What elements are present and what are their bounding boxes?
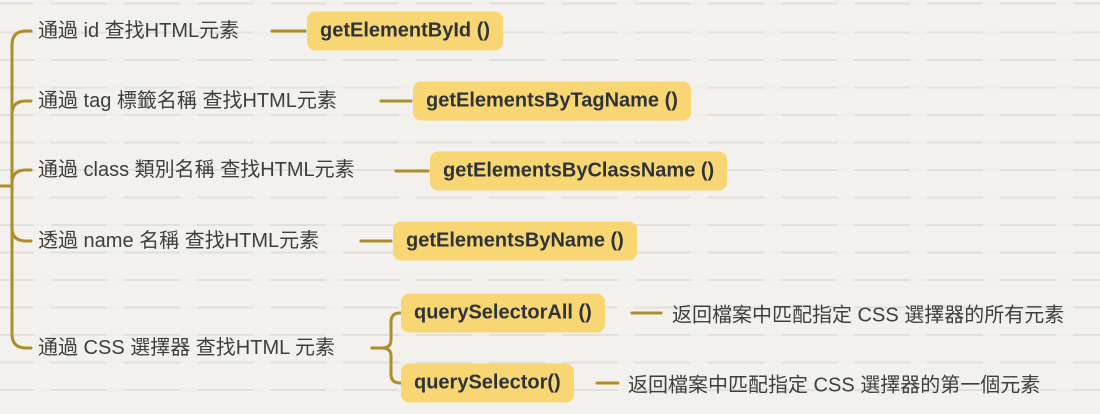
method-box-queryselectorall[interactable]: querySelectorAll () (401, 293, 605, 333)
method-box-getelementsbytagname[interactable]: getElementsByTagName () (413, 81, 691, 121)
branch-row4 (10, 226, 33, 243)
fork-down (370, 346, 402, 385)
fork-up (370, 311, 402, 350)
description-queryselectorall[interactable]: 返回檔案中匹配指定 CSS 選擇器的所有元素 (672, 304, 1065, 327)
description-queryselector[interactable]: 返回檔案中匹配指定 CSS 選擇器的第一個元素 (628, 374, 1041, 397)
branch-row5 (10, 332, 33, 350)
topic-find-by-class[interactable]: 通過 class 類別名稱 查找HTML元素 (38, 159, 355, 181)
method-box-getelementsbyclassname[interactable]: getElementsByClassName () (430, 151, 728, 191)
method-box-queryselector[interactable]: querySelector() (401, 363, 574, 403)
topic-find-by-id[interactable]: 通過 id 查找HTML元素 (38, 20, 240, 42)
method-box-getelementsbyname[interactable]: getElementsByName () (393, 221, 637, 261)
topic-find-by-name[interactable]: 透過 name 名稱 查找HTML元素 (38, 230, 320, 252)
branch-row3 (10, 168, 33, 185)
method-box-getelementbyid[interactable]: getElementById () (307, 11, 504, 51)
branch-row2 (10, 99, 33, 116)
branch-row1 (10, 29, 33, 47)
topic-find-by-tag[interactable]: 通過 tag 標籤名稱 查找HTML元素 (38, 90, 337, 112)
topic-find-by-css-selector[interactable]: 通過 CSS 選擇器 查找HTML 元素 (38, 337, 336, 359)
